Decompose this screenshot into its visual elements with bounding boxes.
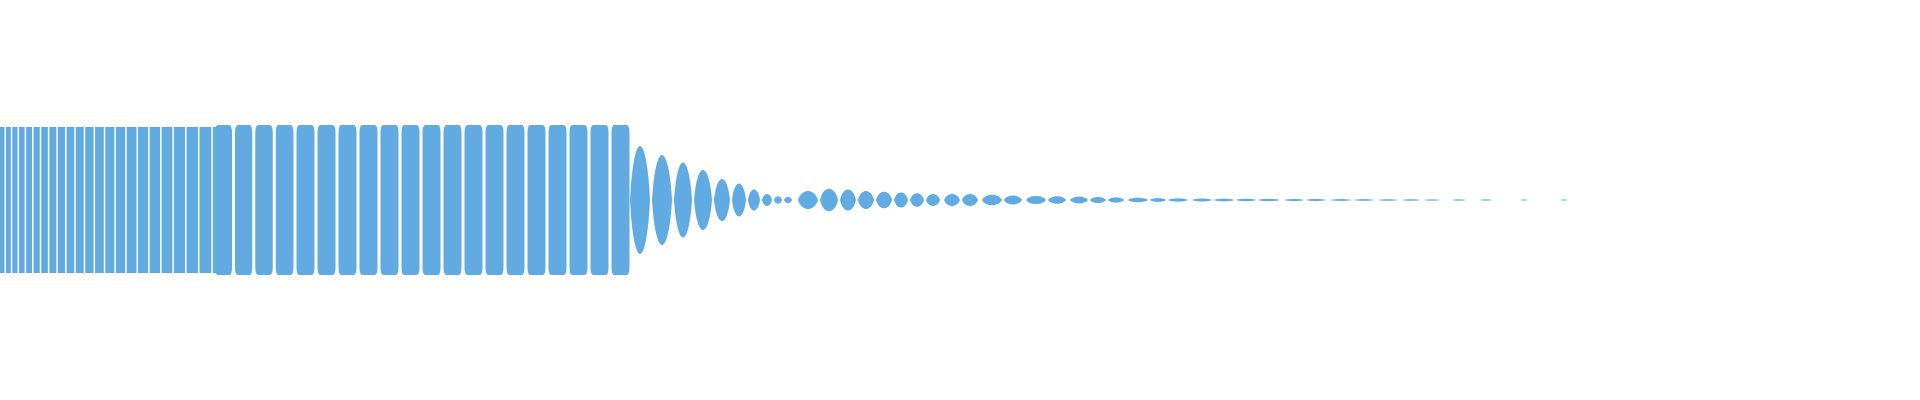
waveform-block: [49, 127, 57, 273]
waveform-lobe: [255, 125, 273, 275]
waveform-lobe: [774, 196, 782, 204]
waveform-lobe: [820, 188, 838, 212]
waveform-lobe: [858, 191, 874, 209]
waveform-lobes: [0, 125, 1568, 275]
waveform-lobe: [1284, 198, 1304, 202]
waveform-lobe: [784, 197, 792, 203]
waveform-block: [115, 127, 126, 273]
waveform-block: [186, 127, 198, 273]
waveform-block: [26, 127, 32, 273]
waveform-lobe: [652, 155, 672, 245]
waveform-lobe: [732, 183, 746, 217]
waveform-lobe: [380, 125, 399, 275]
waveform-lobe: [1402, 199, 1420, 201]
waveform-lobe: [876, 191, 892, 209]
waveform-lobe: [1258, 198, 1280, 202]
waveform-lobe: [1108, 197, 1124, 203]
waveform-lobe: [798, 191, 818, 209]
waveform-lobe: [944, 194, 960, 206]
waveform-lobe: [590, 125, 609, 275]
waveform-lobe: [464, 125, 483, 275]
waveform-block: [85, 127, 94, 273]
waveform-lobe: [1128, 197, 1148, 203]
waveform-block: [105, 127, 115, 273]
waveform-lobe: [1236, 198, 1256, 202]
waveform-lobe: [1520, 199, 1528, 201]
waveform-lobe: [1560, 199, 1568, 201]
waveform-lobe: [1378, 199, 1398, 201]
waveform-lobe: [235, 125, 253, 275]
waveform-lobe: [926, 194, 940, 206]
waveform-lobe: [714, 179, 730, 221]
waveform-block: [75, 127, 84, 273]
waveform-lobe: [317, 125, 336, 275]
waveform-lobe: [840, 189, 856, 211]
waveform-block: [6, 127, 11, 273]
waveform-block: [57, 127, 66, 273]
waveform-lobe: [762, 194, 772, 206]
waveform-lobe: [611, 125, 630, 275]
waveform-lobe: [359, 125, 378, 275]
waveform-lobe: [215, 125, 232, 275]
waveform-block: [149, 127, 161, 273]
waveform-block: [95, 127, 104, 273]
waveform-lobe: [548, 125, 567, 275]
waveform-block: [41, 127, 48, 273]
waveform-lobe: [1480, 199, 1492, 201]
waveform-block: [199, 127, 212, 273]
waveform-block: [66, 127, 75, 273]
waveform-lobe: [1452, 199, 1466, 201]
waveform-lobe: [338, 125, 357, 275]
waveform-lobe: [1306, 199, 1326, 201]
waveform-lobe: [894, 192, 908, 208]
waveform-block: [161, 127, 173, 273]
waveform-lobe: [1048, 196, 1066, 204]
waveform-lobe: [569, 125, 588, 275]
waveform-block: [138, 127, 149, 273]
waveform-block: [33, 127, 40, 273]
waveform-lobe: [1354, 199, 1374, 201]
waveform-lobe: [422, 125, 441, 275]
waveform-lobe: [1192, 198, 1212, 202]
waveform-lobe: [1004, 195, 1022, 205]
waveform-block: [0, 127, 5, 273]
waveform-block: [126, 127, 137, 273]
waveform-lobe: [1026, 195, 1046, 205]
waveform-lobe: [1330, 199, 1352, 201]
waveform-block: [173, 127, 185, 273]
waveform-lobe: [630, 146, 650, 254]
waveform-lobe: [401, 125, 420, 275]
waveform-lobe: [910, 193, 924, 207]
waveform-lobe: [296, 125, 315, 275]
waveform-lobe: [527, 125, 546, 275]
waveform-lobe: [748, 189, 760, 211]
waveform-lobe: [1150, 198, 1166, 202]
waveform-block: [19, 127, 25, 273]
waveform-lobe: [962, 194, 978, 206]
waveform-lobe: [1070, 196, 1088, 204]
waveform-lobe: [1168, 198, 1188, 202]
waveform-lobe: [1090, 197, 1106, 203]
waveform-lobe: [506, 125, 525, 275]
waveform-lobe: [674, 162, 692, 238]
waveform-lobe: [485, 125, 504, 275]
waveform-lobe: [1424, 199, 1440, 201]
waveform-lobe: [275, 125, 294, 275]
waveform-lobe: [694, 170, 712, 230]
waveform-block: [12, 127, 18, 273]
waveform-lobe: [982, 194, 1002, 206]
waveform-lobe: [443, 125, 462, 275]
waveform-lobe: [1214, 198, 1234, 202]
